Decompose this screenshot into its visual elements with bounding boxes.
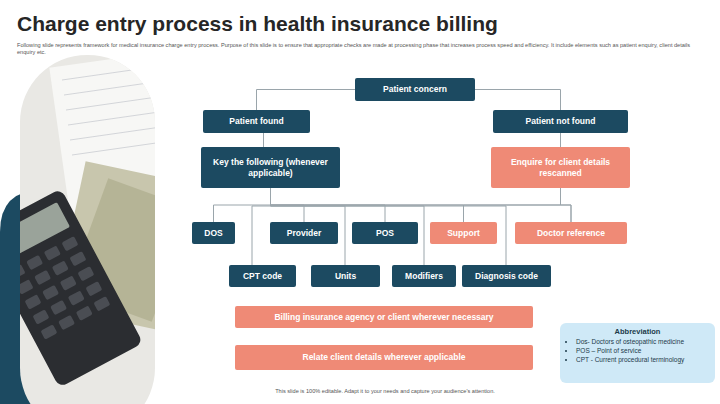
process-box: Key the following (whenever applicable) — [201, 147, 340, 188]
box-label: DOS — [204, 228, 222, 238]
footer-caption: This slide is 100% editable. Adapt it to… — [160, 388, 610, 394]
process-box: CPT code — [229, 265, 296, 287]
process-box: DOS — [192, 222, 235, 244]
box-label: Units — [335, 271, 356, 281]
box-label: Support — [447, 228, 480, 238]
box-label: Doctor reference — [537, 228, 605, 238]
list-item: CPT - Current procedural terminology — [576, 356, 709, 365]
connector — [257, 90, 356, 111]
process-box: Units — [311, 265, 380, 287]
process-box: Patient not found — [493, 110, 628, 133]
connector — [464, 188, 561, 222]
legend-heading: Abbreviation — [566, 327, 709, 336]
connector — [561, 188, 572, 222]
photo — [20, 55, 155, 404]
process-box: Modifiers — [392, 265, 456, 287]
highlight-box: Support — [430, 222, 497, 244]
connector — [263, 133, 264, 147]
abbreviation-box: AbbreviationDos- Doctors of osteopathic … — [560, 323, 715, 383]
highlight-box: Billing insurance agency or client where… — [235, 306, 533, 328]
process-box: Provider — [270, 222, 338, 244]
highlight-box: Doctor reference — [515, 222, 627, 244]
connector — [271, 188, 346, 265]
box-label: Diagnosis code — [475, 271, 538, 281]
box-label: Modifiers — [405, 271, 443, 281]
abbreviation-list: Dos- Doctors of osteopathic medicinePOS … — [566, 338, 709, 364]
abbreviation-item: Dos- Doctors of osteopathic medicine — [576, 338, 684, 345]
abbreviation-item: POS – Point of service — [576, 347, 641, 354]
box-label: Patient concern — [383, 84, 447, 94]
abbreviation-item: CPT - Current procedural terminology — [576, 356, 684, 363]
box-label: Enquire for client details rescanned — [496, 157, 625, 177]
process-box: POS — [352, 222, 418, 244]
process-box: Patient found — [203, 110, 310, 133]
list-item: Dos- Doctors of osteopathic medicine — [576, 338, 709, 347]
box-label: Key the following (whenever applicable) — [206, 157, 335, 177]
box-label: POS — [376, 228, 394, 238]
list-item: POS – Point of service — [576, 347, 709, 356]
connector — [252, 188, 271, 265]
connector — [271, 188, 572, 222]
box-label: Patient not found — [526, 116, 596, 126]
connector — [271, 188, 507, 265]
box-label: CPT code — [243, 271, 282, 281]
process-box: Patient concern — [355, 78, 475, 101]
box-label: Patient found — [229, 116, 283, 126]
highlight-box: Relate client details wherever applicabl… — [235, 345, 533, 370]
box-label: Relate client details wherever applicabl… — [303, 352, 466, 362]
connector — [475, 90, 561, 111]
subtitle-note: Following slide represents framework for… — [17, 42, 707, 57]
box-label: Provider — [287, 228, 322, 238]
connector — [271, 188, 425, 265]
highlight-box: Enquire for client details rescanned — [491, 147, 630, 188]
slide-title: Charge entry process in health insurance… — [17, 12, 498, 36]
connector — [560, 133, 561, 147]
process-box: Diagnosis code — [462, 265, 551, 287]
box-label: Billing insurance agency or client where… — [274, 312, 493, 322]
connector — [214, 188, 271, 222]
